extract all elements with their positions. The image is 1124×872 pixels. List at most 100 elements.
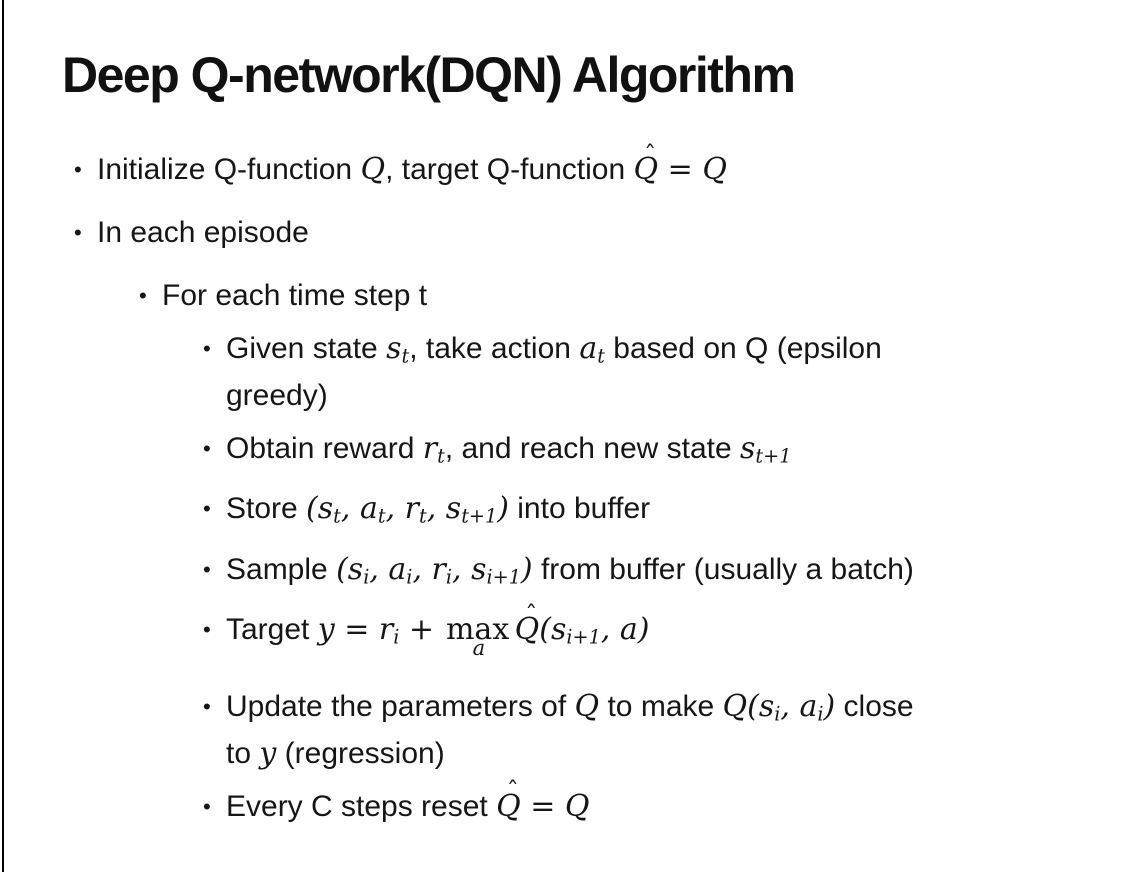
bullet-item: • Obtain reward rt, and reach new state s… (0, 429, 1114, 476)
math-run: Q (574, 688, 600, 724)
bullet-item: •Update the parameters of Q to make Q(si… (0, 687, 1114, 773)
math-sub: si+1 (550, 612, 601, 649)
math-base: Q (514, 612, 540, 648)
text-run: , take action (409, 332, 580, 365)
math-base: a (388, 551, 407, 587)
text-run: Store (226, 492, 307, 526)
math-base: r (422, 430, 438, 466)
text-run: Obtain reward (226, 431, 423, 465)
math-sub: si+1 (471, 552, 521, 589)
bullet-icon: • (203, 435, 211, 461)
math-subscript: t (597, 344, 605, 368)
bullet-icon: • (203, 556, 211, 582)
math-base: Q (633, 152, 659, 187)
math-run: , (452, 551, 472, 587)
math-run: , (385, 491, 405, 527)
bullet-item: •Given state st, take action at based on… (0, 329, 1114, 415)
math-base: a (579, 331, 598, 366)
text-run: to make (599, 689, 723, 723)
text-run: Given state (226, 332, 387, 365)
math-sub: st (317, 491, 341, 528)
text-run: into buffer (508, 492, 651, 526)
operator-underscript: a (472, 636, 486, 661)
text-run: Sample (226, 552, 337, 586)
bullet-icon: • (74, 220, 82, 245)
math-sub: ri (431, 551, 452, 589)
math-run: ) (823, 688, 836, 724)
bullet-text: In each episode (97, 213, 309, 252)
math-subscript: i (406, 565, 413, 589)
math-run: = Q (520, 788, 590, 824)
math-sub: ri (378, 612, 399, 649)
math-run: , (369, 551, 389, 587)
operator-name: max (445, 612, 510, 648)
text-run: based on Q (epsilon (604, 332, 882, 365)
bullet-text: Initialize Q-function Q, target Q-functi… (97, 143, 727, 189)
math-subscript: i+1 (566, 625, 601, 649)
math-base: s (445, 491, 462, 527)
math-subscript: t (437, 444, 445, 468)
math-run: = Q (658, 152, 727, 187)
math-base: s (550, 612, 567, 648)
bullet-item: •Sample (si, ai, ri, si+1) from buffer (… (0, 550, 1114, 597)
math-run: ) (497, 491, 509, 527)
math-base: s (317, 491, 334, 527)
math-run: y (317, 612, 335, 648)
math-sub: st (386, 331, 410, 368)
bullet-icon: • (74, 157, 82, 182)
text-run: (regression) (276, 736, 445, 770)
math-base: s (386, 331, 402, 366)
math-run: , a) (600, 612, 650, 648)
math-sub: rt (404, 491, 427, 528)
text-run: Target (226, 613, 318, 647)
math-subscript: i (363, 565, 370, 589)
math-sub: st+1 (445, 491, 498, 528)
math-base: r (404, 491, 419, 527)
bullet-item: • In each episode (0, 213, 1114, 252)
math-base: r (378, 612, 394, 648)
math-sub: at (579, 331, 605, 368)
bullet-icon: • (203, 693, 211, 719)
text-run: close (835, 689, 914, 723)
text-run: For each time step t (162, 279, 428, 312)
text-run: to (226, 736, 260, 770)
math-base: r (431, 551, 446, 587)
math-sub: si (347, 551, 370, 589)
bullet-icon: • (203, 496, 211, 522)
bullet-icon: • (203, 336, 211, 361)
math-run: , (780, 688, 800, 724)
text-run: , and reach new state (444, 431, 741, 465)
hat-icon: ˆ (525, 601, 538, 630)
math-subscript: t (401, 344, 410, 368)
math-sub: st+1 (740, 431, 791, 468)
math-subscript: t+1 (461, 504, 498, 528)
bullet-text: Obtain reward rt, and reach new state st… (226, 429, 791, 476)
bullet-text: Sample (si, ai, ri, si+1) from buffer (u… (226, 550, 914, 597)
bullet-text: For each time step t (162, 276, 427, 315)
math-sub: si (759, 689, 781, 726)
math-subscript: i (817, 702, 824, 726)
bullet-text: Given state st, take action at based on … (226, 329, 882, 415)
math-subscript: i (774, 702, 781, 726)
math-subscript: i+1 (486, 565, 521, 589)
text-run: Initialize Q-function (97, 153, 361, 186)
math-run: ( (539, 612, 551, 648)
math-base: a (359, 491, 378, 527)
math-subscript: t (333, 504, 341, 528)
text-run: Update the parameters of (226, 689, 575, 723)
hat-icon: ˆ (506, 777, 519, 806)
bullet-item: •Store (st, at, rt, st+1) into buffer (0, 489, 1114, 536)
text-run: Every C steps reset (226, 789, 497, 823)
math-subscript: i (445, 565, 452, 589)
math-run: ( (306, 491, 318, 527)
math-base: s (347, 551, 364, 587)
bullet-text: Store (st, at, rt, st+1) into buffer (226, 489, 650, 536)
slide-title: Deep Q-network(DQN) Algorithm (62, 47, 796, 103)
hat-icon: ˆ (644, 140, 657, 169)
